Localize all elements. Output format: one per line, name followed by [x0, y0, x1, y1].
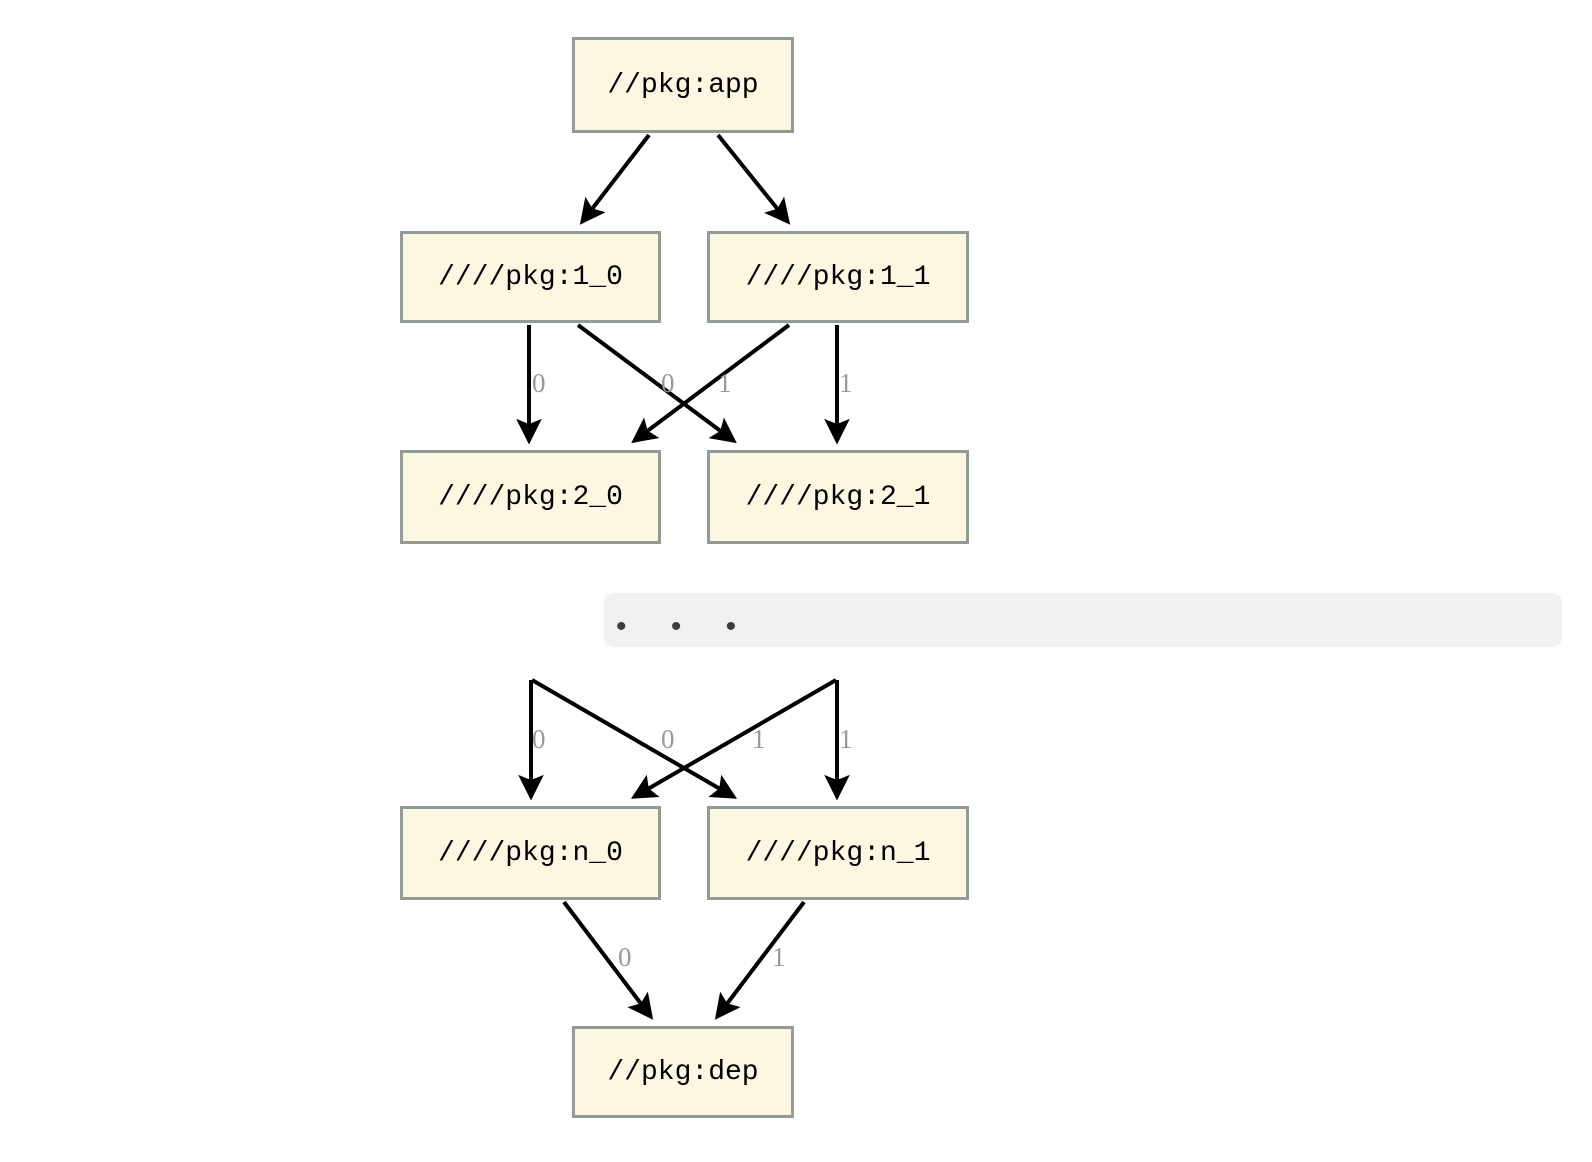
- node-label: ////pkg:1_0: [438, 261, 623, 293]
- edge-label: 1: [718, 368, 732, 398]
- node-label: ////pkg:2_1: [745, 481, 931, 513]
- edge-1_1-to-2_0: [631, 323, 791, 444]
- edge-app-to-1_0: [579, 133, 651, 225]
- ellipsis-dots: • • •: [616, 610, 755, 643]
- edge-app-to-1_1: [716, 133, 791, 225]
- node-label: ////pkg:1_1: [745, 261, 931, 293]
- edge-1_0-to-2_1: [576, 323, 737, 444]
- truncation-separator-band: • • •: [604, 593, 1562, 647]
- node-pkg-1_1[interactable]: ////pkg:1_1: [707, 231, 969, 323]
- edge-label: 0: [661, 724, 675, 754]
- node-label: //pkg:app: [607, 69, 759, 101]
- edge-label: 0: [661, 368, 675, 398]
- node-dep[interactable]: //pkg:dep: [572, 1026, 794, 1118]
- node-app[interactable]: //pkg:app: [572, 37, 794, 133]
- node-pkg-1_0[interactable]: ////pkg:1_0: [400, 231, 661, 323]
- edge-label: 1: [752, 724, 766, 754]
- edge-label: 1: [839, 724, 853, 754]
- node-pkg-n_0[interactable]: ////pkg:n_0: [400, 806, 661, 900]
- edge-label: 1: [772, 942, 786, 972]
- edge-label: 1: [839, 368, 853, 398]
- node-pkg-n_1[interactable]: ////pkg:n_1: [707, 806, 969, 900]
- node-label: //pkg:dep: [607, 1056, 759, 1088]
- node-pkg-2_0[interactable]: ////pkg:2_0: [400, 450, 661, 544]
- node-label: ////pkg:n_0: [438, 837, 623, 869]
- edge-label: 0: [618, 942, 632, 972]
- edge-above-to-n_1-cross: [530, 678, 738, 799]
- edge-n_1-to-dep: [714, 900, 806, 1020]
- node-label: ////pkg:n_1: [745, 837, 931, 869]
- edge-label: 0: [532, 368, 546, 398]
- node-pkg-2_1[interactable]: ////pkg:2_1: [707, 450, 969, 544]
- node-label: ////pkg:2_0: [438, 481, 623, 513]
- edge-n_0-to-dep: [562, 900, 654, 1020]
- edge-label: 0: [532, 724, 546, 754]
